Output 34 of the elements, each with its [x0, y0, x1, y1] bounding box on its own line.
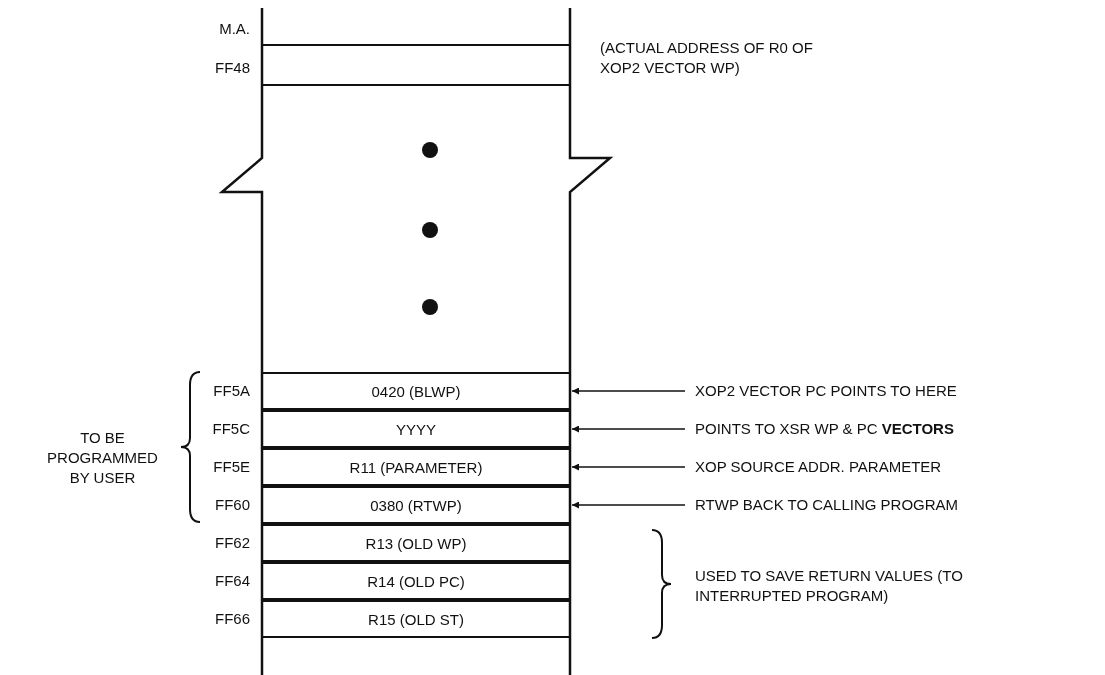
cell-value: R11 (PARAMETER) — [349, 458, 483, 476]
cell-value: R15 (OLD ST) — [368, 610, 464, 628]
memory-cell — [262, 600, 570, 638]
memory-address: FF48 — [214, 58, 250, 78]
memory-cell — [262, 448, 570, 486]
arrow — [571, 387, 686, 395]
memory-address: FF62 — [214, 534, 250, 551]
memory-address: FF5C — [211, 420, 250, 437]
cell-value: YYYY — [396, 420, 436, 438]
annotation-text: XOP2 VECTOR PC POINTS TO HERE — [695, 382, 957, 399]
memory-cell — [262, 372, 570, 410]
memory-cell — [262, 524, 570, 562]
arrow — [571, 463, 686, 471]
memory-address: FF60 — [214, 496, 250, 513]
cell-value: R14 (OLD PC) — [367, 572, 465, 590]
cell-value: 0380 (RTWP) — [370, 496, 462, 514]
arrow — [571, 501, 686, 509]
memory-address: FF66 — [214, 610, 250, 627]
memory-cell — [262, 410, 570, 448]
note-text: USED TO SAVE RETURN VALUES (TO INTERRUPTED PROGRAM) — [695, 566, 964, 606]
arrow — [571, 425, 686, 433]
memory-address: FF64 — [214, 572, 250, 589]
cell-value: 0420 (BLWP) — [371, 382, 461, 400]
note-text: (ACTUAL ADDRESS OF R0 OF XOP2 VECTOR WP) — [600, 38, 814, 78]
annotation-text: POINTS TO XSR WP & PC VECTORS — [695, 420, 954, 437]
memory-address: FF5A — [212, 382, 250, 399]
memory-cell — [262, 562, 570, 600]
cell-value: R13 (OLD WP) — [365, 534, 467, 552]
note-text: TO BE PROGRAMMED BY USER — [46, 428, 159, 488]
annotation-text: XOP SOURCE ADDR. PARAMETER — [695, 458, 942, 475]
memory-cell — [262, 486, 570, 524]
memory-address: FF5E — [212, 458, 250, 475]
memory-address: M.A. — [218, 19, 250, 39]
annotation-text: RTWP BACK TO CALLING PROGRAM — [695, 496, 959, 513]
